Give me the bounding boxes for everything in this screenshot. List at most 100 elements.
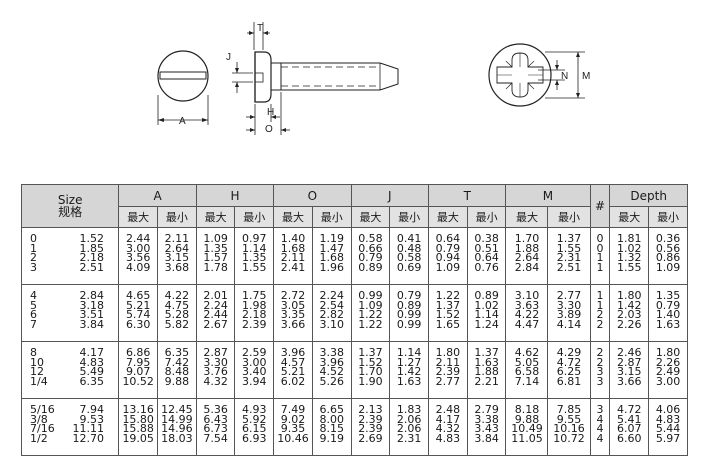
label-o: O: [265, 124, 273, 135]
cell-value: 2.41: [280, 261, 306, 275]
size-mm: 11.11: [72, 422, 105, 436]
cell-value: 0.99: [396, 308, 422, 322]
cell-value: 4.57: [280, 355, 306, 369]
cell-value: 1.55: [556, 241, 582, 255]
cell-value: 0.89: [474, 289, 499, 302]
size-number: 7: [30, 318, 37, 332]
cell-value: 0.97: [242, 232, 267, 245]
cell-value: 1.88: [474, 365, 499, 379]
cell-value: 1.35: [242, 251, 267, 265]
cell-value: 5.92: [242, 412, 267, 426]
cell-value: 5.21: [125, 298, 151, 312]
cell-value: 1.70: [358, 365, 383, 379]
subheader-max: 最大: [273, 206, 313, 228]
size-header-cn: 规格: [58, 205, 83, 219]
size-number: 1: [30, 241, 37, 255]
size-mm: 1.85: [79, 241, 105, 255]
cell-value: 3.66: [280, 318, 306, 332]
cell-value: 3.96: [319, 355, 344, 369]
cell-value: 9.07: [125, 365, 151, 379]
cell-value: 1.68: [280, 241, 306, 255]
cell-value: 2.46: [617, 346, 642, 359]
cell-value: 15.88: [122, 422, 154, 436]
cell-value: 3: [596, 375, 604, 389]
cell-value: 8.48: [164, 365, 190, 379]
cell-value: 1.52: [358, 355, 383, 369]
cell-value: 19.05: [122, 432, 154, 446]
subheader-min: 最小: [234, 206, 275, 228]
cell-value: 5.41: [617, 412, 642, 426]
cell-value: 2.82: [319, 308, 344, 322]
size-mm: 6.35: [79, 375, 105, 389]
cell-value: 3.56: [125, 251, 151, 265]
size-number: 12: [30, 365, 44, 379]
cell-value: 2.39: [435, 365, 461, 379]
side-view: T J H O: [226, 22, 399, 135]
cell-value: 2.18: [242, 308, 267, 322]
cell-value: 3.38: [319, 346, 344, 359]
cell-value: 2.64: [164, 241, 190, 255]
cell-value: 0.89: [358, 261, 383, 275]
cell-value: 2.77: [556, 289, 582, 302]
cell-value: 1.42: [617, 298, 642, 312]
cell-value: 4.32: [203, 375, 228, 389]
cell-value: 2.11: [435, 355, 461, 369]
header-t: T: [428, 184, 507, 207]
cell-value: 1.70: [514, 232, 540, 245]
cell-value: 5.36: [203, 403, 228, 416]
cell-value: 3.76: [203, 365, 228, 379]
cell-value: 1.98: [242, 298, 267, 312]
header-o: O: [273, 184, 352, 207]
cell-value: 9.02: [280, 412, 306, 426]
cell-value: 4.83: [655, 412, 681, 426]
cell-value: 1.09: [358, 298, 383, 312]
cell-value: 4.62: [514, 346, 540, 359]
cell-value: 3.43: [474, 422, 499, 436]
cell-value: 1.27: [396, 355, 422, 369]
cell-value: 15.80: [122, 412, 154, 426]
cell-value: 1.90: [358, 375, 383, 389]
size-number: 6: [30, 308, 37, 322]
cell-value: 3.00: [655, 375, 681, 389]
header-hash: #: [589, 184, 611, 228]
size-number: 5: [30, 298, 37, 312]
cell-value: 0.48: [396, 241, 422, 255]
size-number: 8: [30, 346, 37, 359]
cell-value: 7.85: [556, 403, 582, 416]
cell-value: 0.99: [396, 318, 422, 332]
cell-value: 1.14: [242, 241, 267, 255]
cell-value: 2.26: [655, 355, 681, 369]
cell-value: 6.86: [125, 346, 151, 359]
cell-value: 1.96: [319, 261, 344, 275]
size-number: 1/2: [30, 432, 48, 446]
cell-value: 2: [596, 318, 604, 332]
size-number: 1/4: [30, 375, 48, 389]
cell-value: 3.00: [242, 355, 267, 369]
spec-table: Size 规格 A H O J T M # Depth 最大最小最大最小最大最小…: [20, 184, 688, 456]
subheader-max: 最大: [609, 206, 650, 228]
cell-value: 1.09: [655, 261, 681, 275]
cell-value: 1.68: [319, 251, 344, 265]
cell-value: 2.01: [203, 289, 228, 302]
label-a: A: [179, 116, 186, 127]
cell-value: 6.02: [280, 375, 306, 389]
